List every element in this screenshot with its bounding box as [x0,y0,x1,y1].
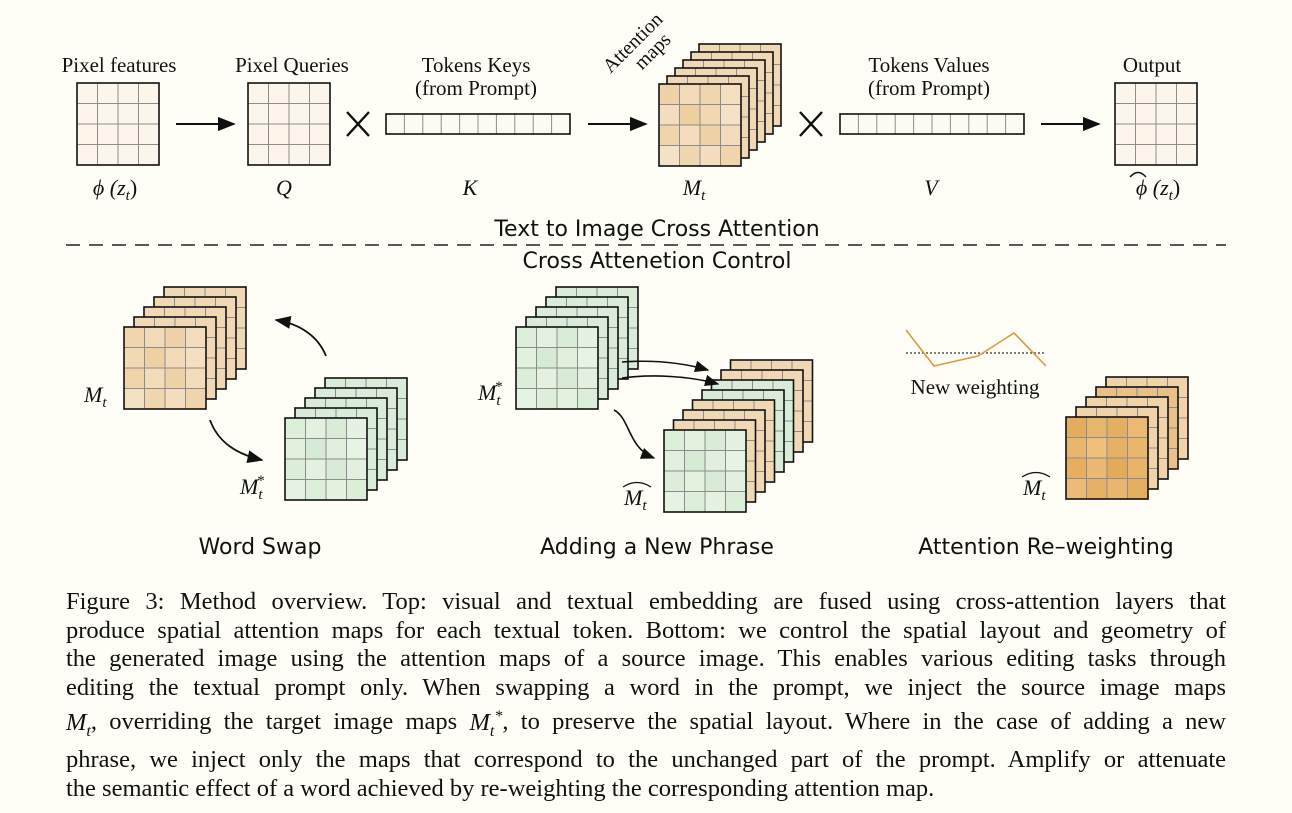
caption-line-5: Mt, overriding the target image maps Mt*… [66,707,1226,740]
label-pixel-features: Pixel features [62,53,177,77]
ws-green-map-layer-1 [284,417,368,501]
pixel-queries-cells [247,82,331,166]
section-title-cross-attention: Text to Image Cross Attention [493,217,819,242]
symbol-phi: ϕ (zt) [93,175,137,204]
token-keys-cells [385,113,571,135]
label-np-mstar: Mt* [477,379,503,409]
label-tokens-values: Tokens Values [868,53,989,77]
method-overview-figure: Pixel features Pixel Queries Tokens Keys… [62,8,1226,560]
label-tokens-values-sub: (from Prompt) [868,76,990,100]
arrow-swap-up [274,316,327,357]
weighting-curve [905,329,1047,367]
label-tokens-keys-sub: (from Prompt) [415,76,537,100]
figure-caption: Figure 3: Method overview. Top: visual a… [66,588,1226,803]
caption-symbol-mt: Mt [66,708,91,740]
symbol-q: Q [276,175,292,200]
pixel-features-grid [76,82,160,166]
new-phrase-combined-maps [663,359,814,513]
caption-line-2: produce spatial attention maps for each … [66,616,1226,644]
caption-line-4: editing the textual prompt only. When sw… [66,673,1226,701]
token-values-bar [839,113,1025,135]
output-grid [1114,82,1198,166]
label-np-mhat: Mt [623,485,647,514]
hat-accent-output [1129,171,1147,178]
symbol-mt: Mt [682,175,706,204]
attention-map-layer-1 [658,83,742,167]
pixel-queries-grid [247,82,331,166]
arrow-phrase-2 [621,374,720,386]
section-title-cross-attention-control: Cross Attenetion Control [523,249,792,274]
np-mixed-map-layer-1 [663,429,747,513]
rw-map-layer-1 [1065,416,1149,500]
title-reweighting: Attention Re–weighting [918,535,1174,560]
arrow-swap-down [209,419,264,464]
label-rw-mhat: Mt [1022,475,1046,504]
symbol-v: V [924,175,940,200]
times-symbol-1 [346,111,370,137]
caption-line-1: Figure 3: Method overview. Top: visual a… [66,588,1226,615]
caption-line-7: the semantic effect of a word achieved b… [66,774,935,802]
label-pixel-queries: Pixel Queries [235,53,349,77]
label-tokens-keys: Tokens Keys [422,53,531,77]
caption-line-6: phrase, we inject only the maps that cor… [66,746,1226,774]
pixel-features-cells [76,82,160,166]
token-keys-bar [385,113,571,135]
title-word-swap: Word Swap [199,535,322,560]
output-cells [1114,82,1198,166]
title-new-phrase: Adding a New Phrase [540,535,774,560]
label-ws-mt: Mt [83,382,107,411]
arrow-phrase-1 [621,360,710,372]
times-symbol-2 [799,111,823,137]
label-new-weighting: New weighting [911,375,1040,399]
token-values-cells [839,113,1025,135]
attention-maps-stack [658,43,782,167]
hat-accent-np [622,481,652,488]
new-phrase-source-maps [515,286,639,410]
hat-accent-rw [1021,471,1051,478]
arrow-phrase-3 [613,409,656,459]
symbol-phi-hat: ϕ (zt) [1136,175,1180,204]
np-green-map-layer-1 [515,326,599,410]
word-swap-source-maps [123,286,247,410]
label-ws-mstar: Mt* [239,473,265,503]
caption-symbol-mstar: Mt* [469,707,503,740]
label-output: Output [1123,53,1182,77]
symbol-k: K [462,175,479,200]
reweighted-maps-stack [1065,376,1189,500]
word-swap-target-maps [284,377,408,501]
caption-line-3: the generated image using the attention … [66,645,1226,673]
ws-beige-map-layer-1 [123,326,207,410]
